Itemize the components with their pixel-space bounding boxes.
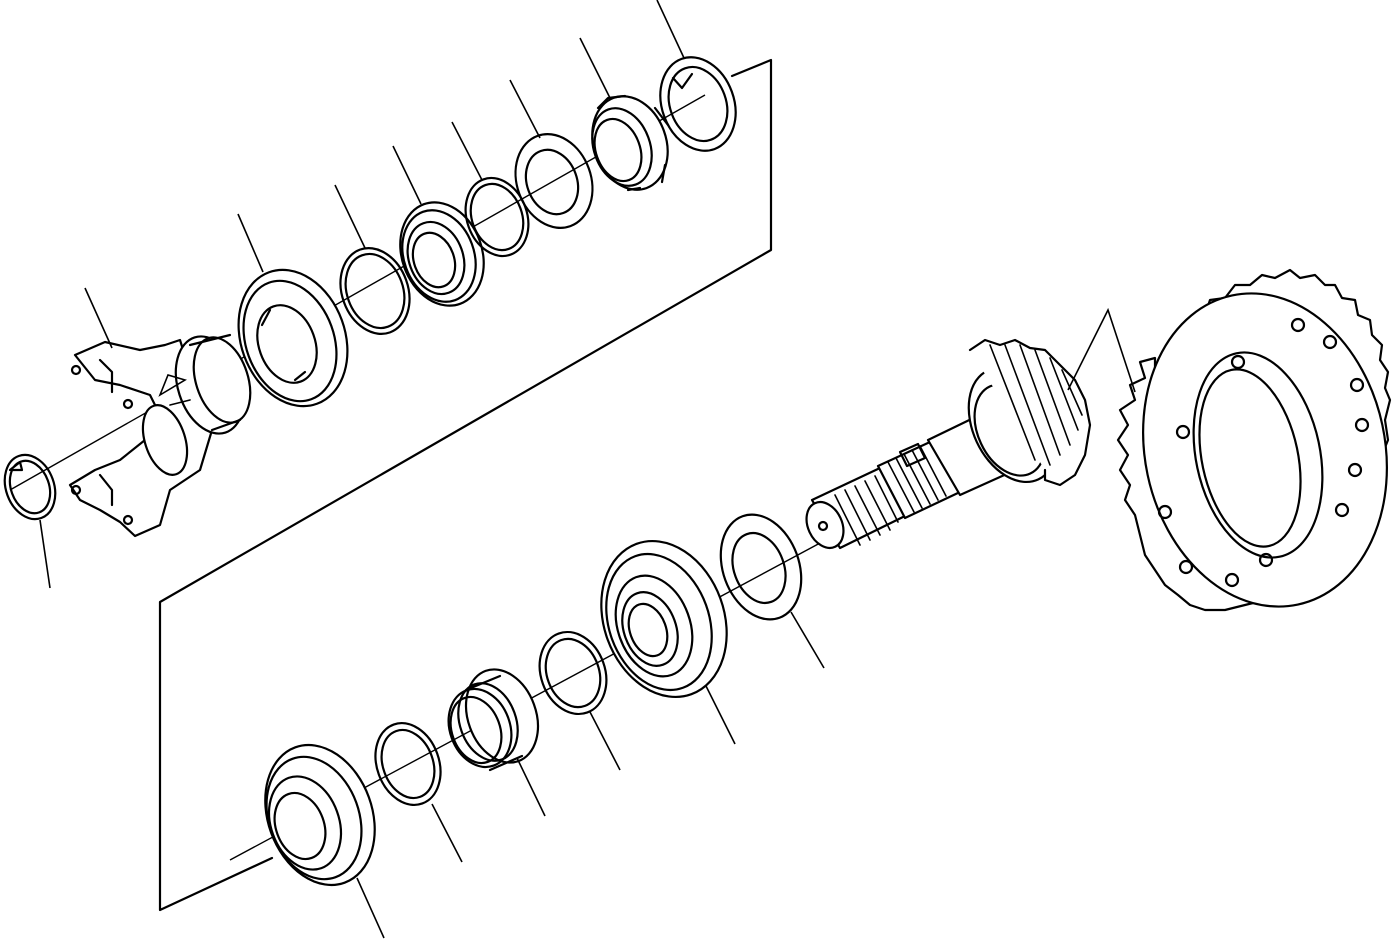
lock-washer bbox=[659, 56, 737, 152]
collapsible-spacer bbox=[447, 668, 540, 772]
leader-oil-seal bbox=[237, 213, 264, 273]
inner-bearing bbox=[600, 539, 728, 699]
shim bbox=[374, 722, 442, 806]
thrust-washer bbox=[719, 513, 803, 621]
leader-bearing-cup bbox=[356, 877, 385, 939]
leader-o-ring bbox=[334, 184, 366, 249]
assembly-bracket bbox=[158, 58, 773, 912]
leader-thrust-washer bbox=[790, 611, 825, 669]
leader-washer bbox=[509, 79, 541, 139]
yoke-flange bbox=[68, 333, 252, 538]
leader-lock-washer bbox=[656, 0, 685, 59]
outer-bearing bbox=[399, 201, 485, 307]
leader-spacer-ring bbox=[451, 121, 483, 181]
o-ring bbox=[339, 247, 411, 335]
upper-axis-line bbox=[9, 94, 706, 491]
leader-outer-bearing bbox=[392, 145, 422, 205]
bearing-cup bbox=[264, 743, 376, 887]
leader-inner-bearing bbox=[705, 685, 736, 745]
leader-yoke-flange bbox=[84, 287, 113, 349]
leader-slotted-nut bbox=[579, 37, 611, 99]
oil-seal bbox=[237, 268, 349, 408]
shim-ring bbox=[538, 630, 608, 716]
washer bbox=[514, 133, 594, 229]
leader-shim bbox=[431, 803, 463, 863]
leader-collapsible-spacer bbox=[516, 757, 546, 817]
pinion-shaft bbox=[805, 338, 1092, 550]
slotted-nut bbox=[591, 94, 670, 192]
leader-snap-ring bbox=[39, 519, 51, 589]
snap-ring bbox=[3, 453, 57, 521]
ring-gear bbox=[1116, 268, 1392, 612]
leader-pinion-ring-gear bbox=[1067, 307, 1136, 393]
leader-shim-ring bbox=[589, 711, 621, 771]
